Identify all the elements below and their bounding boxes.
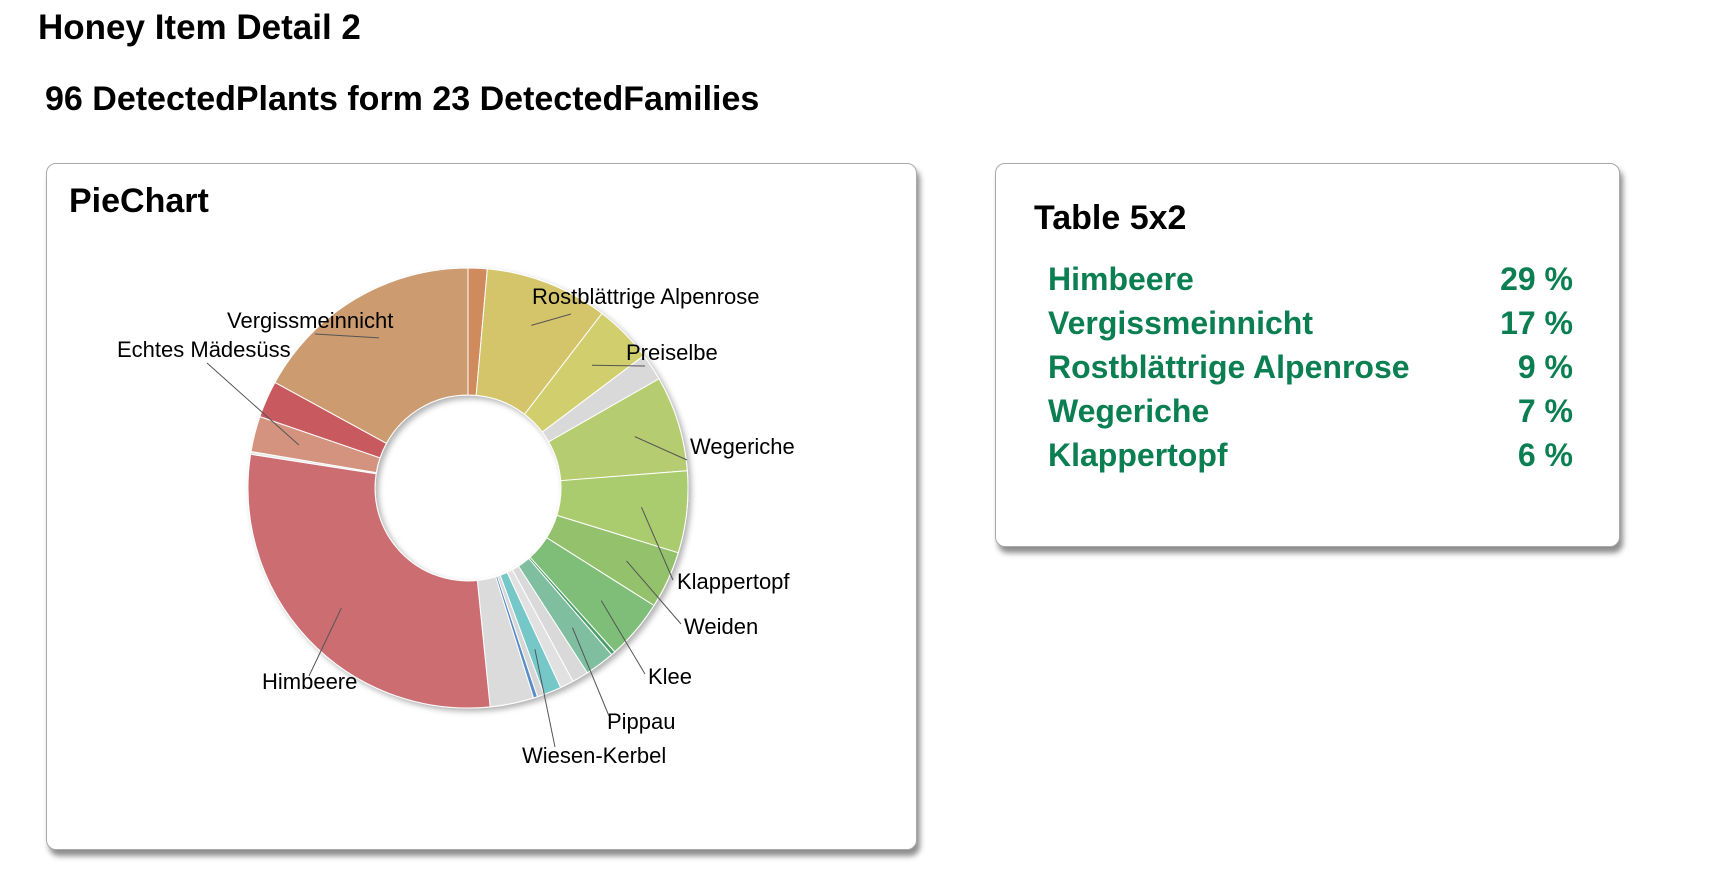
pie-leader-line	[534, 649, 556, 748]
pie-slice-label: Preiselbe	[626, 340, 718, 365]
pie-leader-line	[308, 607, 342, 677]
pie-leader-line	[634, 436, 688, 461]
table-row: Vergissmeinnicht 17 %	[1048, 305, 1573, 349]
pie-leader-line	[572, 627, 610, 717]
summary-table: Himbeere 29 % Vergissmeinnicht 17 % Rost…	[1048, 261, 1573, 481]
pie-leader-line	[206, 362, 300, 446]
summary-table-card: Table 5x2 Himbeere 29 % Vergissmeinnicht…	[995, 163, 1620, 547]
table-row-value: 9 %	[1517, 349, 1573, 385]
table-row: Himbeere 29 %	[1048, 261, 1573, 305]
pie-slice-label: Vergissmeinnicht	[227, 308, 393, 333]
table-row-name: Wegeriche	[1048, 393, 1210, 429]
pie-leader-line	[626, 560, 682, 625]
pie-leader-line	[531, 313, 572, 326]
pie-slice-label: Klappertopf	[677, 569, 790, 594]
pie-slice-label: Klee	[648, 664, 692, 689]
pie-leader-line	[591, 364, 646, 367]
pie-leader-line	[640, 506, 674, 581]
table-row-name: Himbeere	[1048, 261, 1194, 297]
pie-slice-label: Wiesen-Kerbel	[522, 743, 666, 768]
pie-chart: Rostblättrige AlpenrosePreiselbeWegerich…	[117, 267, 795, 768]
table-row: Wegeriche 7 %	[1048, 393, 1573, 437]
pie-slice-label: Himbeere	[262, 669, 357, 694]
table-row-name: Klappertopf	[1048, 437, 1228, 473]
summary-table-title: Table 5x2	[1034, 199, 1187, 237]
pie-slice-label: Wegeriche	[690, 434, 795, 459]
page-title: Honey Item Detail 2	[38, 8, 361, 47]
pie-slice	[247, 453, 491, 709]
pie-leader-line	[600, 600, 646, 675]
pie-slice-label: Echtes Mädesüss	[117, 337, 291, 362]
table-row-name: Rostblättrige Alpenrose	[1048, 349, 1410, 385]
table-row-value: 17 %	[1500, 305, 1573, 341]
pie-slice-label: Weiden	[684, 614, 758, 639]
table-row: Rostblättrige Alpenrose 9 %	[1048, 349, 1573, 393]
pie-slice-label: Rostblättrige Alpenrose	[532, 284, 759, 309]
table-row: Klappertopf 6 %	[1048, 437, 1573, 481]
pie-slice-label: Pippau	[607, 709, 676, 734]
pie-chart-title: PieChart	[69, 182, 209, 220]
table-row-value: 7 %	[1517, 393, 1573, 429]
table-row-value: 6 %	[1517, 437, 1573, 473]
page-subtitle: 96 DetectedPlants form 23 DetectedFamili…	[45, 80, 760, 118]
table-row-value: 29 %	[1500, 261, 1573, 297]
pie-leader-line	[314, 333, 380, 339]
pie-slice	[274, 267, 469, 445]
table-row-name: Vergissmeinnicht	[1048, 305, 1313, 341]
